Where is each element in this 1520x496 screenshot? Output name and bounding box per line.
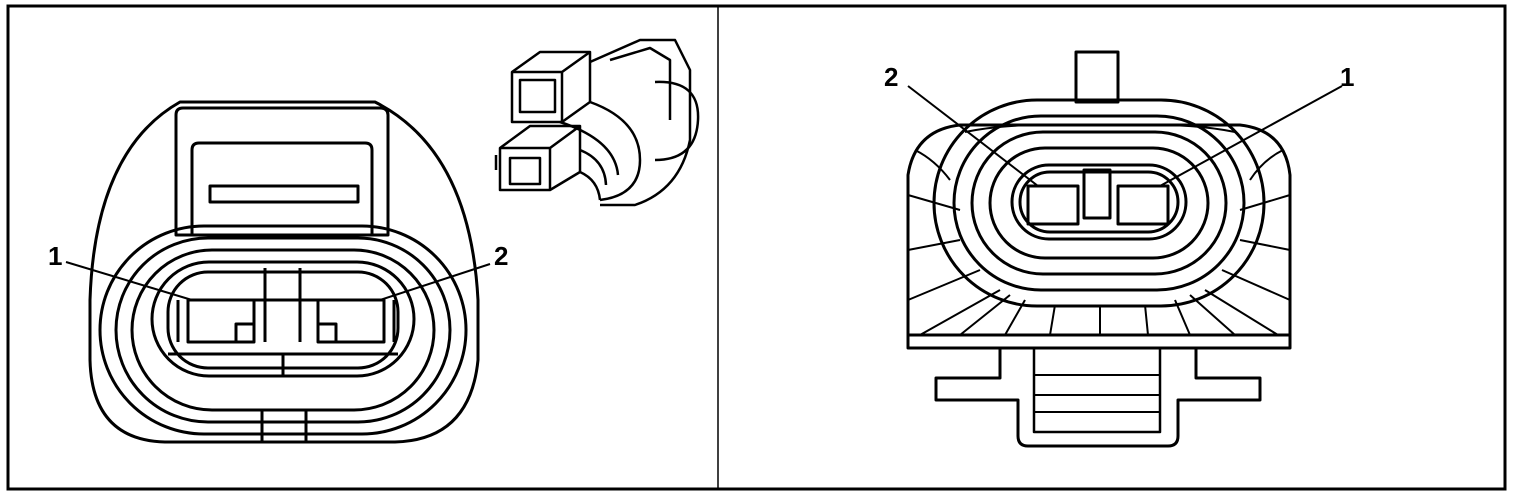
terminal-cavity-1: [186, 298, 256, 344]
seal-ring-2: [952, 114, 1246, 292]
right-pin-label-1: 1: [1340, 62, 1354, 92]
cavity-outline: [1010, 163, 1188, 241]
right-pin-label-2: 2: [884, 62, 898, 92]
locking-tab: [174, 106, 390, 237]
left-pin-label-1: 1: [48, 241, 62, 271]
right-connector-view: [906, 50, 1292, 448]
left-pin-label-2: 2: [494, 241, 508, 271]
top-latch: [1074, 50, 1120, 104]
housing-ribs: [907, 124, 1291, 336]
housing-outline: [88, 100, 480, 444]
seal-ring-2: [114, 236, 452, 424]
bottom-mount: [934, 348, 1262, 448]
seal-ring-outer: [98, 224, 468, 436]
bottom-key: [260, 408, 308, 442]
left-connector-face: [88, 100, 480, 444]
seal-ring-4: [988, 146, 1210, 260]
tab-slot: [208, 184, 360, 204]
terminal-cavity-2: [316, 298, 386, 344]
seal-ring-3: [970, 130, 1228, 276]
connector-isometric-view: [494, 38, 700, 207]
seal-ring-outer: [932, 98, 1266, 308]
diagram-frame: [6, 4, 1507, 491]
terminal-cavity-2: [1026, 184, 1080, 226]
left-leader-lines: [65, 261, 491, 301]
right-leader-lines: [907, 85, 1343, 187]
housing-body: [906, 123, 1292, 350]
terminal-cavity-1: [1116, 184, 1170, 226]
